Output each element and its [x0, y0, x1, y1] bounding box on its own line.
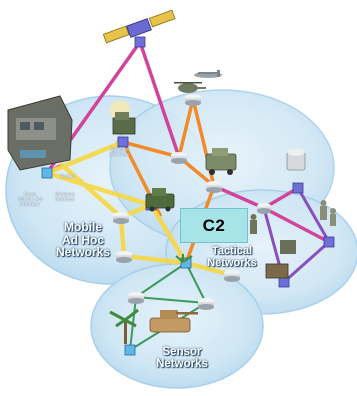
node: [185, 94, 201, 106]
label-line: Networks: [55, 245, 111, 260]
vehicle-icon: [205, 148, 237, 175]
label-line: Networks: [207, 256, 257, 269]
node: [128, 292, 144, 304]
label-line: Interface: [55, 197, 75, 203]
router-icon: [124, 344, 136, 356]
vehicle-icon: [145, 188, 175, 212]
vehicle-icon: [265, 240, 296, 279]
node: [257, 203, 271, 214]
wireless-interface-label: Wireless Interface: [50, 193, 80, 203]
sensor-label: Sensor Networks: [150, 346, 214, 370]
node: [198, 298, 214, 310]
label-line: Satellite: [110, 147, 128, 153]
command-vehicle-icon: [7, 95, 73, 171]
c2-label: C2: [202, 215, 226, 235]
node: [171, 152, 187, 164]
router-icon: [323, 236, 335, 248]
label-line: Interface: [20, 202, 40, 208]
router-icon: [134, 36, 146, 48]
label-line: Wireless: [55, 192, 75, 198]
soldier-icon: [250, 200, 336, 234]
mesh-interface-label: Mesh Wired LAN Interface: [14, 193, 46, 208]
tactical-label: Tactical Networks: [200, 245, 264, 269]
vehicle-icon: [110, 100, 136, 135]
node: [224, 270, 240, 282]
c2-box: C2: [180, 208, 248, 243]
label-line: Tactical: [211, 245, 253, 257]
router-label: Router: [56, 175, 80, 180]
router-icon: [180, 257, 192, 269]
router-icon: [117, 136, 129, 148]
router-icon: [278, 276, 290, 288]
satellite-interface-label: Satellite Interface: [102, 148, 136, 158]
label-line: Ad Hoc: [62, 232, 104, 247]
label-line: Mobile: [64, 220, 102, 234]
label-line: Router: [60, 174, 76, 180]
node: [113, 212, 129, 224]
satellite-icon: [102, 9, 176, 44]
label-line: Interface: [109, 152, 129, 158]
network-nodes: [113, 94, 271, 310]
tank-icon: [149, 310, 198, 333]
router-icon: [41, 167, 53, 179]
node: [206, 181, 222, 193]
manet-label: Mobile Ad Hoc Networks: [48, 221, 118, 259]
sensor-icon: [109, 254, 193, 344]
label-line: Networks: [156, 358, 208, 371]
label-line: Sensor: [162, 346, 202, 358]
label-line: Mesh: [23, 192, 37, 198]
helicopter-icon: [174, 82, 206, 93]
router-icon: [292, 182, 304, 194]
radio-tower-icon: [286, 148, 306, 171]
label-line: Wired LAN: [17, 197, 43, 203]
node: [116, 251, 132, 263]
uav-icon: [194, 70, 222, 78]
